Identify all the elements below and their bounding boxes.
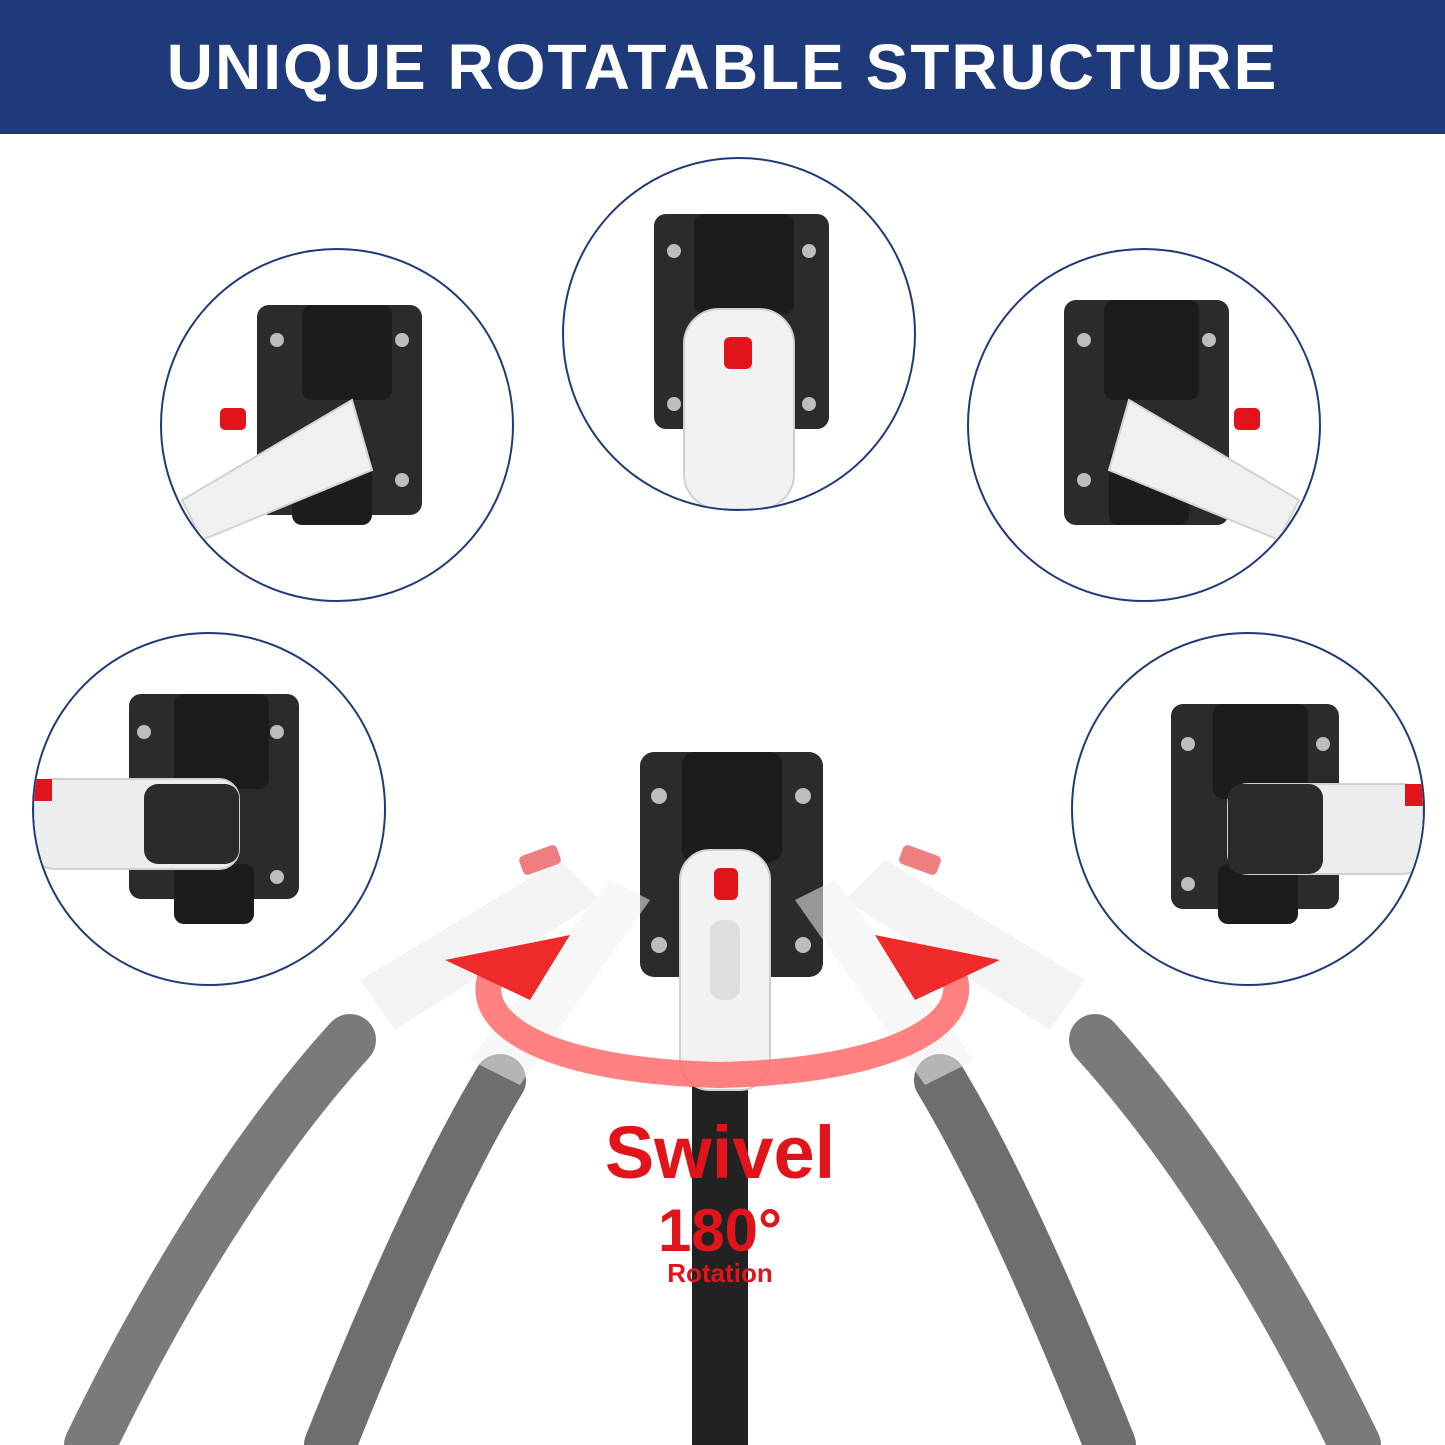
cable-far-right — [1069, 1014, 1381, 1445]
screw-icon — [1202, 333, 1216, 347]
page-title: UNIQUE ROTATABLE STRUCTURE — [166, 31, 1279, 103]
screw-icon — [270, 333, 284, 347]
rotation-label: Rotation — [667, 1258, 773, 1288]
screw-icon — [795, 937, 811, 953]
detail-circle-lower-right — [1071, 632, 1425, 986]
screw-icon — [395, 473, 409, 487]
cable-left — [304, 1054, 526, 1445]
screw-icon — [802, 397, 816, 411]
screw-icon — [137, 725, 151, 739]
curved-double-arrow-icon — [445, 935, 1000, 1089]
screw-icon — [651, 788, 667, 804]
screw-icon — [270, 725, 284, 739]
screw-icon — [1181, 877, 1195, 891]
screw-icon — [1316, 737, 1330, 751]
detail-circle-lower-left — [32, 632, 386, 986]
screw-icon — [270, 870, 284, 884]
screw-icon — [795, 788, 811, 804]
screw-icon — [395, 333, 409, 347]
center-handle — [679, 849, 771, 1091]
cable-right — [914, 1054, 1136, 1445]
screw-icon — [667, 397, 681, 411]
detail-circle-upper-right — [967, 248, 1321, 602]
screw-icon — [1077, 473, 1091, 487]
screw-icon — [802, 244, 816, 258]
screw-icon — [1181, 737, 1195, 751]
screw-icon — [1077, 333, 1091, 347]
swivel-label: Swivel — [604, 1111, 836, 1194]
rotation-angle-label: 180° — [657, 1197, 783, 1264]
detail-circle-upper-left — [160, 248, 514, 602]
screw-icon — [651, 937, 667, 953]
header-banner: UNIQUE ROTATABLE STRUCTURE — [0, 0, 1445, 134]
detail-circle-top-center — [562, 157, 916, 511]
screw-icon — [667, 244, 681, 258]
cable-far-left — [64, 1014, 376, 1445]
cable-group — [64, 1014, 1381, 1445]
